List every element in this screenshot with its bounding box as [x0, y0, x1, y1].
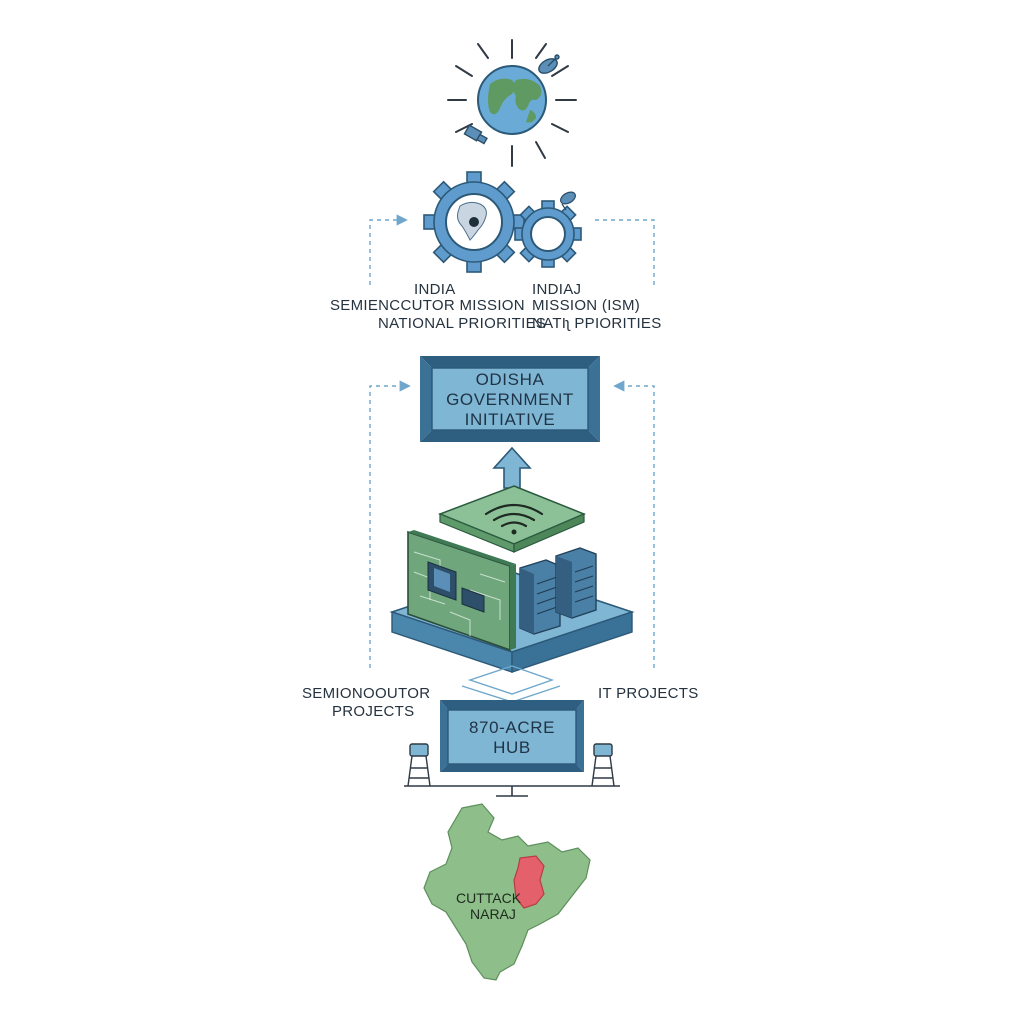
- water-tower-icon: [407, 743, 431, 787]
- server-rack-icon: [519, 559, 561, 635]
- hub-box-line-2: HUB: [493, 738, 531, 757]
- satellite-icon: [463, 124, 488, 145]
- gear-icon: [423, 171, 525, 273]
- ism-left-label-2: SEMIENCCUTOR MISSION: [330, 297, 525, 314]
- server-rack-icon-2: [555, 547, 597, 619]
- odisha-box-line-3: INITIATIVE: [464, 410, 556, 429]
- ism-right-label-3: NATIʅ PPIORITIES: [532, 315, 662, 332]
- wifi-chip-plate: [437, 485, 586, 553]
- odisha-box-line-1: ODISHA: [475, 370, 545, 389]
- hub-box-line-1: 870-ACRE: [468, 718, 556, 737]
- it-projects-label: IT PROJECTS: [598, 685, 699, 702]
- odisha-box-line-2: GOVERNMENT: [446, 390, 574, 409]
- ism-right-label-1: INDIAJ: [532, 281, 582, 298]
- map-label-naraj: NARAJ: [470, 906, 516, 922]
- odisha-map: [423, 803, 591, 981]
- cuttack-highlight: [513, 855, 545, 909]
- semiconductor-projects-label-1: SEMIONOOUTOR: [302, 685, 431, 702]
- up-arrow-icon: [492, 446, 532, 489]
- hub-box-title: 870-ACRE HUB: [448, 718, 576, 758]
- globe-icon: [477, 65, 547, 135]
- circuit-board-icon: [407, 530, 516, 652]
- dashed-connectors: [369, 214, 655, 668]
- small-gear-icon: [514, 191, 582, 268]
- odisha-box: [420, 356, 600, 442]
- wifi-icon: [484, 503, 544, 528]
- map-label-cuttack: CUTTACK: [456, 890, 522, 906]
- connector-lines: [461, 665, 561, 703]
- ism-right-label-2: MISSION (ISM): [532, 297, 641, 314]
- ism-left-label-1: INDIA: [414, 281, 456, 298]
- odisha-box-title: ODISHA GOVERNMENT INITIATIVE: [432, 370, 588, 430]
- hub-box: [440, 700, 584, 772]
- semiconductor-projects-label-2: PROJECTS: [332, 703, 415, 720]
- ism-left-label-3: NATIONAL PRIORITIES: [378, 315, 547, 332]
- ground-line: [404, 785, 620, 797]
- water-tower-icon-2: [591, 743, 615, 787]
- sun-rays-icon: [447, 39, 577, 167]
- satellite-dish-icon: [538, 54, 560, 74]
